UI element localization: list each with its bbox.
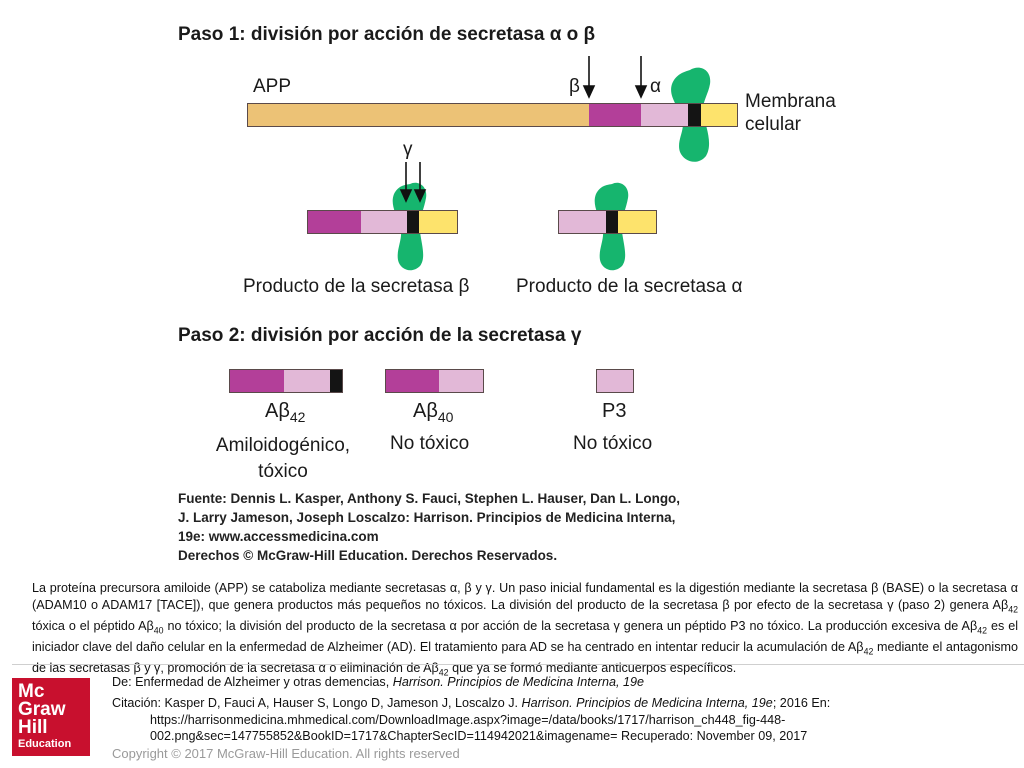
app-beta-region — [589, 104, 641, 126]
logo-line-2: Graw — [18, 699, 66, 720]
gamma-cleavage-arrows — [399, 162, 427, 203]
membrane-label-line2: celular — [745, 114, 801, 135]
ab40-label: Aβ40 — [413, 400, 454, 425]
source-line-2: J. Larry Jameson, Joseph Loscalzo: Harri… — [178, 510, 676, 525]
ab40-beta-region — [386, 370, 439, 392]
figure-caption: La proteína precursora amiloide (APP) se… — [32, 581, 1019, 678]
beta-product-beta-region — [308, 211, 361, 233]
ab40-description: No tóxico — [390, 433, 470, 454]
app-extracellular-domain — [248, 104, 589, 126]
source-line-3: 19e: www.accessmedicina.com — [178, 529, 379, 544]
citation-url-line2[interactable]: 002.png&sec=147755852&BookID=1717&Chapte… — [150, 729, 808, 744]
alpha-product-label: Producto de la secretasa α — [516, 276, 743, 297]
figure-source: Fuente: Dennis L. Kasper, Anthony S. Fau… — [178, 489, 680, 565]
beta-product-alpha-region — [361, 211, 407, 233]
ab42-label: Aβ42 — [265, 400, 306, 425]
ab40-bar — [385, 369, 484, 393]
footer-divider — [12, 664, 1024, 665]
gamma-cut-label: γ — [403, 139, 413, 160]
beta-product-transmembrane — [407, 211, 419, 233]
alpha-cleavage-arrow — [634, 56, 648, 99]
from-line: De: Enfermedad de Alzheimer y otras deme… — [112, 675, 645, 689]
beta-cleavage-arrow — [582, 56, 596, 99]
alpha-product-intracellular — [618, 211, 656, 233]
p3-label: P3 — [602, 400, 627, 422]
beta-product-intracellular — [419, 211, 457, 233]
beta-product-bar — [307, 210, 458, 234]
ab42-description-line1: Amiloidogénico, — [215, 435, 351, 456]
logo-line-4: Education — [18, 738, 72, 750]
beta-cut-label: β — [569, 76, 580, 97]
reference-block: De: Enfermedad de Alzheimer y otras deme… — [112, 674, 1017, 745]
logo-line-1: Mc — [18, 681, 45, 702]
app-alpha-region — [641, 104, 688, 126]
p3-bar — [596, 369, 634, 393]
step2-title: Paso 2: división por acción de la secret… — [178, 325, 582, 346]
step1-title: Paso 1: división por acción de secretasa… — [178, 24, 596, 45]
ab42-transmembrane — [330, 370, 342, 392]
membrane-label: Membrana celular — [745, 90, 836, 136]
mcgraw-hill-logo: Mc Graw Hill Education — [12, 678, 90, 756]
p3-region — [597, 370, 633, 392]
alpha-cut-label: α — [650, 76, 661, 97]
ab40-alpha-region — [439, 370, 483, 392]
app-label: APP — [253, 76, 292, 97]
ab42-alpha-region — [284, 370, 330, 392]
source-line-1: Fuente: Dennis L. Kasper, Anthony S. Fau… — [178, 491, 681, 506]
p3-description: No tóxico — [573, 433, 653, 454]
membrane-label-line1: Membrana — [745, 91, 836, 112]
citation-line: Citación: Kasper D, Fauci A, Hauser S, L… — [112, 695, 831, 710]
source-line-4: Derechos © McGraw-Hill Education. Derech… — [178, 548, 558, 563]
app-bar — [247, 103, 738, 127]
ab42-beta-region — [230, 370, 284, 392]
logo-line-3: Hill — [18, 717, 48, 738]
alpha-product-transmembrane — [606, 211, 618, 233]
alpha-product-bar — [558, 210, 657, 234]
ab42-description-line2: tóxico — [258, 461, 308, 482]
citation-url-line1[interactable]: https://harrisonmedicina.mhmedical.com/D… — [150, 712, 786, 727]
membrane-shapes — [392, 56, 711, 271]
ab42-description: Amiloidogénico, tóxico — [197, 433, 369, 485]
beta-product-label: Producto de la secretasa β — [243, 276, 470, 297]
app-intracellular — [701, 104, 737, 126]
copyright-notice: Copyright © 2017 McGraw-Hill Education. … — [112, 746, 460, 761]
alpha-product-alpha-region — [559, 211, 606, 233]
ab42-bar — [229, 369, 343, 393]
app-transmembrane — [688, 104, 701, 126]
